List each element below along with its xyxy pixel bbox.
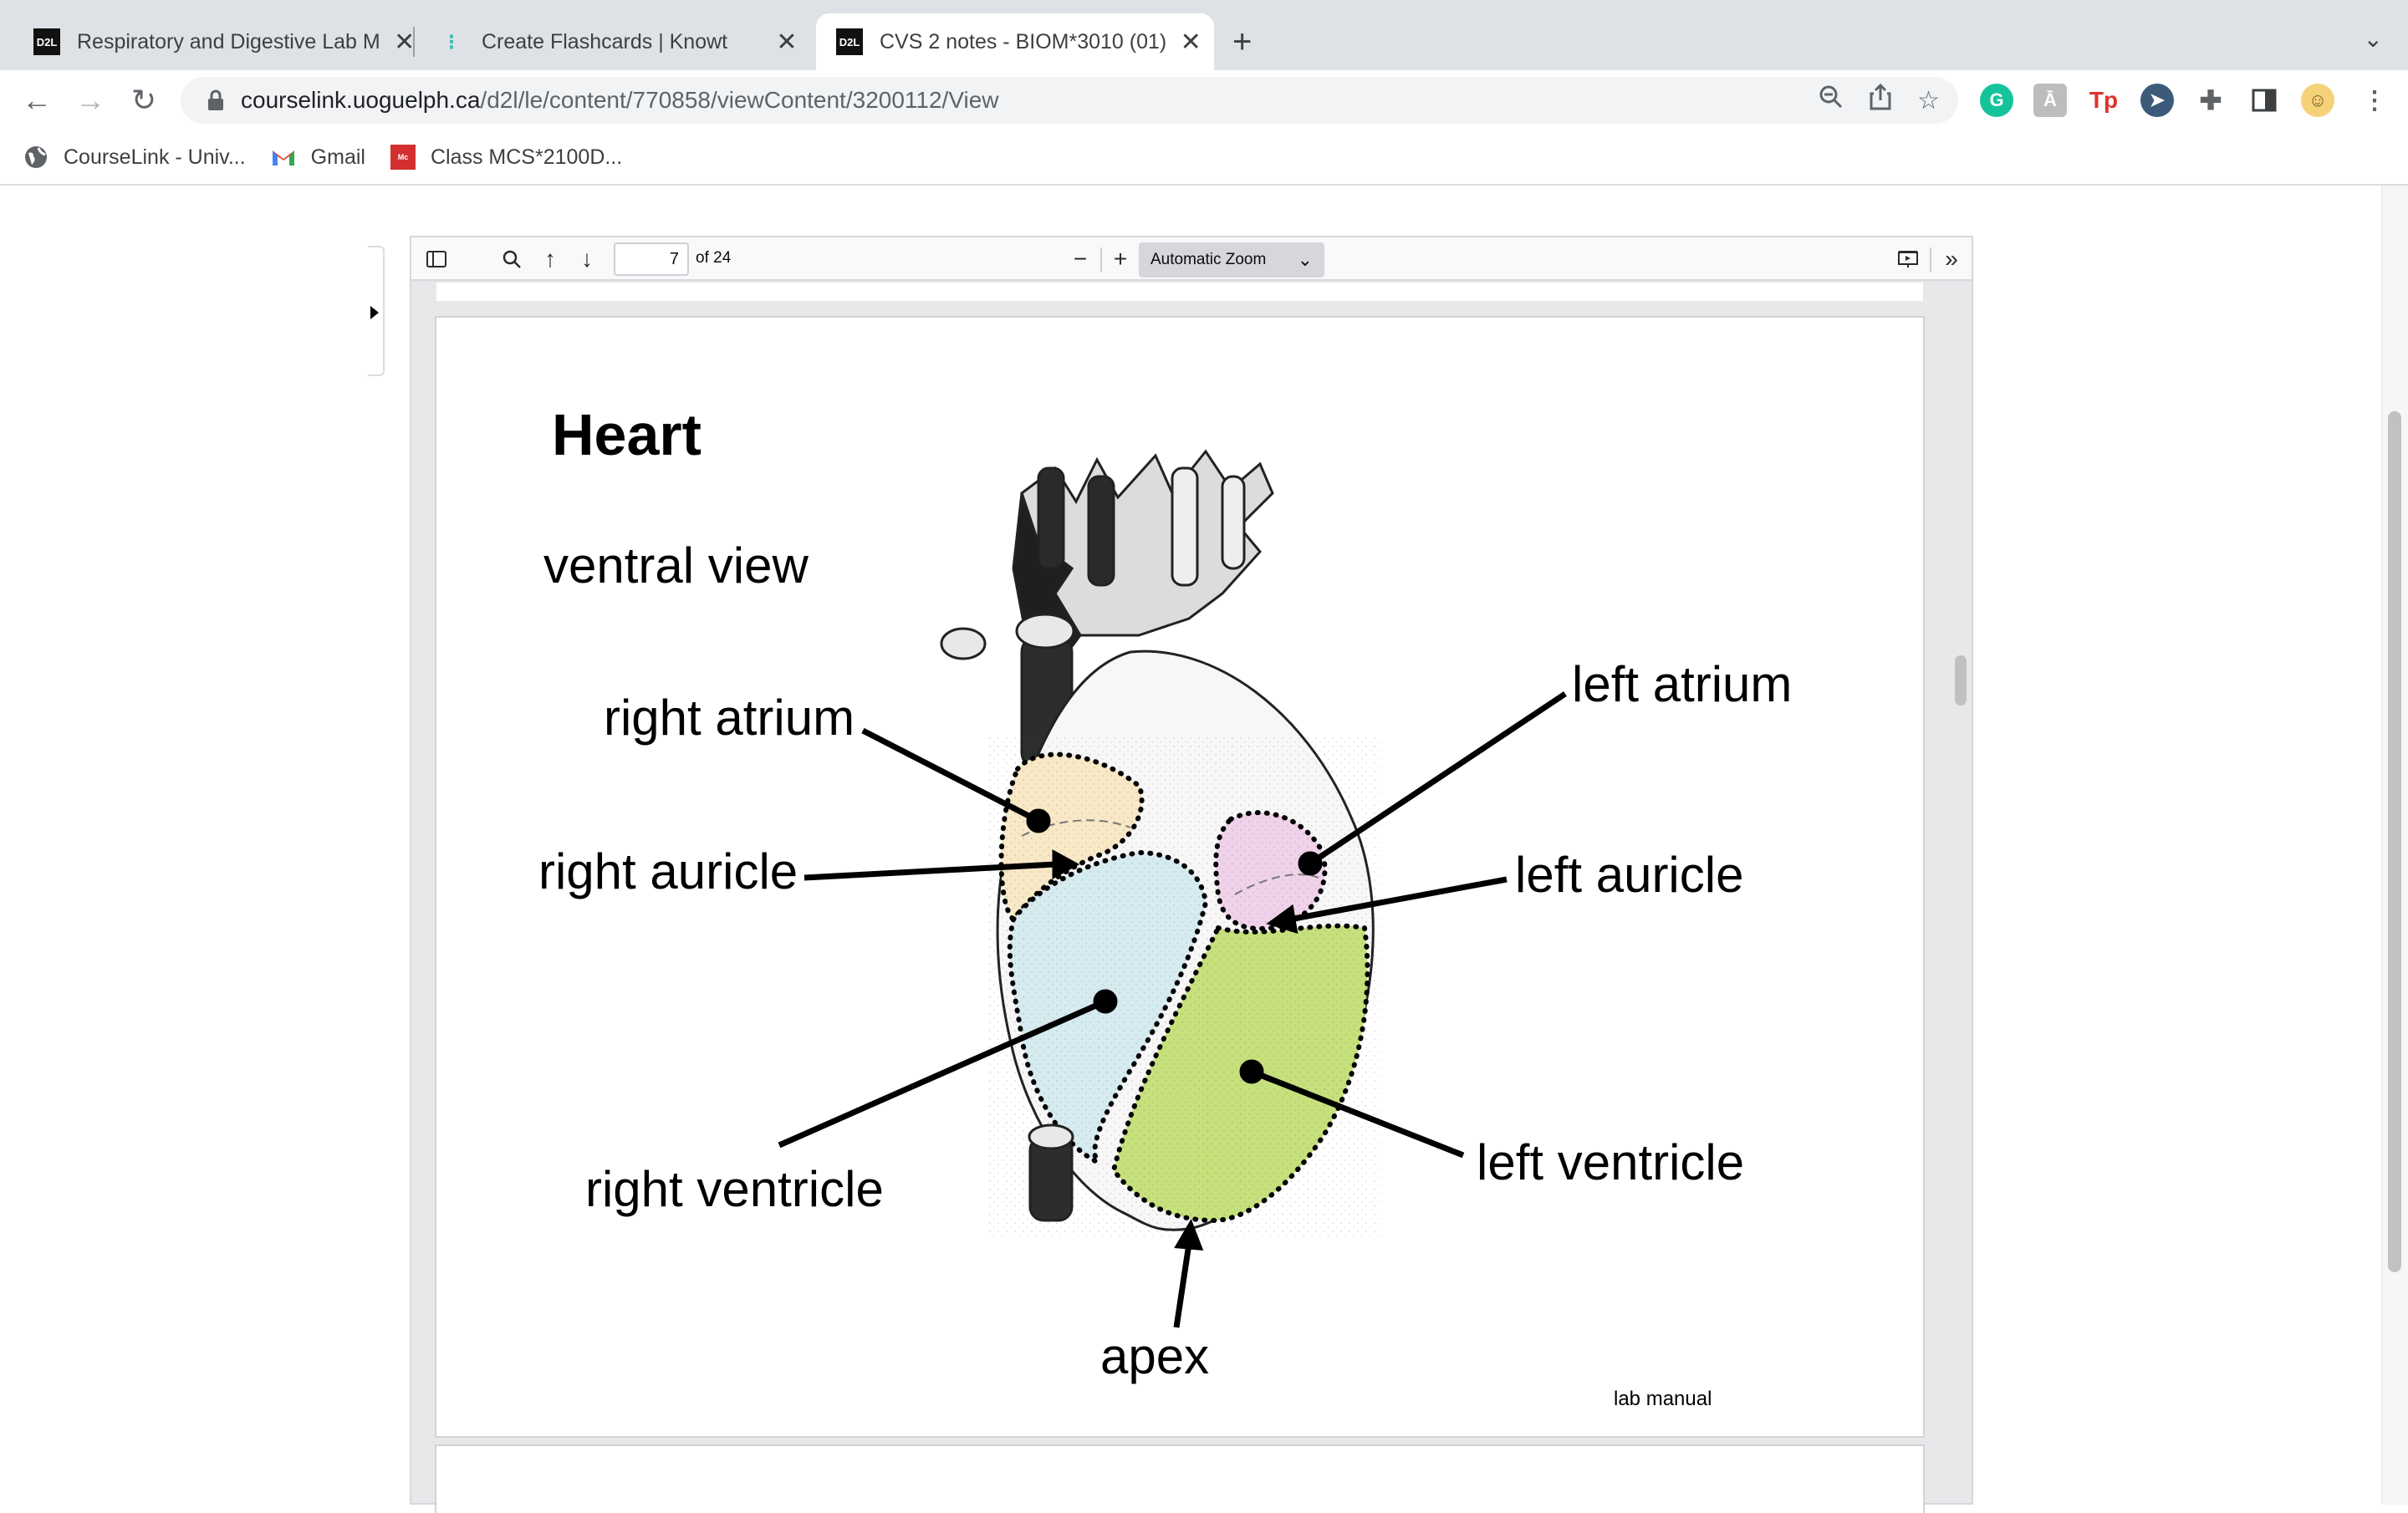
pdf-page: Heart ventral view right atrium right au…	[436, 318, 1923, 1436]
previous-page-edge	[436, 283, 1923, 301]
label-left-auricle: left auricle	[1515, 847, 1744, 903]
knowt-favicon-icon: ⁝	[447, 28, 456, 54]
bookmark-label: Class MCS*2100D...	[430, 145, 623, 169]
zoom-out-button[interactable]: −	[1073, 246, 1088, 272]
puzzle-extensions-icon[interactable]: ✚	[2199, 85, 2222, 115]
leader-lines	[778, 691, 1567, 1328]
close-icon[interactable]: ✕	[776, 28, 798, 56]
tab-strip: D2L Respiratory and Digestive Lab M ✕ ⁝ …	[0, 0, 2408, 70]
window-scrollbar-thumb[interactable]	[2388, 411, 2401, 1272]
side-panel-icon[interactable]	[2247, 84, 2281, 117]
back-arrow-icon[interactable]: ←	[22, 83, 52, 117]
tab-title: CVS 2 notes - BIOM*3010 (01)	[880, 29, 1167, 53]
find-search-icon[interactable]	[495, 244, 528, 274]
next-page-edge	[436, 1446, 1923, 1513]
tp-extension-icon[interactable]: Tp	[2089, 87, 2119, 113]
tab-respiratory-lab[interactable]: D2L Respiratory and Digestive Lab M ✕	[13, 13, 415, 70]
lock-icon	[199, 89, 232, 111]
page-content: ↑ ↓ 7 of 24 − + Automatic Zoom ⌄ »	[0, 186, 2408, 1513]
next-page-arrow-icon[interactable]: ↓	[581, 246, 593, 272]
bookmark-label: CourseLink - Univ...	[64, 145, 246, 169]
reload-icon[interactable]: ↻	[130, 83, 157, 117]
label-left-atrium: left atrium	[1572, 656, 1793, 712]
gmail-icon	[271, 145, 296, 170]
d2l-favicon-icon: D2L	[836, 28, 863, 55]
page-title: Heart	[552, 402, 701, 467]
bookmark-courselink[interactable]: CourseLink - Univ...	[23, 145, 246, 170]
pdf-viewer: ↑ ↓ 7 of 24 − + Automatic Zoom ⌄ »	[410, 236, 1973, 1513]
tools-double-chevron-icon[interactable]: »	[1945, 246, 1958, 272]
label-left-ventricle: left ventricle	[1477, 1134, 1745, 1190]
address-bar[interactable]: courselink.uoguelph.ca/d2l/le/content/77…	[181, 77, 1958, 124]
label-right-ventricle: right ventricle	[585, 1161, 884, 1217]
browser-toolbar: ← → ↻ courselink.uoguelph.ca/d2l/le/cont…	[0, 70, 2408, 130]
chevron-down-icon: ⌄	[1297, 249, 1313, 270]
close-icon[interactable]: ✕	[394, 28, 416, 56]
close-icon[interactable]: ✕	[1180, 28, 1201, 56]
sidebar-expand-toggle[interactable]	[368, 246, 385, 376]
tab-separator	[413, 27, 415, 57]
toolbar-separator	[1930, 247, 1931, 273]
tab-cvs-notes[interactable]: D2L CVS 2 notes - BIOM*3010 (01) ✕	[816, 13, 1214, 70]
mcgraw-hill-icon: Mc	[390, 145, 416, 170]
label-right-auricle: right auricle	[538, 843, 798, 899]
browser-chrome: D2L Respiratory and Digestive Lab M ✕ ⁝ …	[0, 0, 2408, 186]
bookmark-label: Gmail	[310, 145, 365, 169]
page-count: of 24	[696, 249, 732, 267]
menu-kebab-icon[interactable]: ⋮	[2362, 86, 2387, 115]
bookmarks-bar: CourseLink - Univ... Gmail Mc Class MCS*…	[0, 130, 2408, 186]
label-right-atrium: right atrium	[604, 690, 855, 746]
d2l-favicon-icon: D2L	[33, 28, 60, 55]
extension-translate-icon[interactable]: Ā	[2033, 84, 2067, 117]
toolbar-separator	[1100, 247, 1102, 273]
heart-diagram	[778, 449, 1567, 1328]
presentation-mode-icon[interactable]	[1893, 244, 1923, 274]
tab-title: Respiratory and Digestive Lab M	[77, 29, 380, 53]
footnote-lab-manual: lab manual	[1614, 1388, 1712, 1410]
zoom-in-button[interactable]: +	[1113, 246, 1128, 272]
label-apex: apex	[1100, 1328, 1210, 1384]
url-text[interactable]: courselink.uoguelph.ca/d2l/le/content/77…	[241, 87, 999, 113]
forward-arrow-icon[interactable]: →	[75, 83, 105, 117]
tab-title: Create Flashcards | Knowt	[482, 29, 728, 53]
toggle-sidebar-icon[interactable]	[420, 244, 453, 274]
pdf-toolbar: ↑ ↓ 7 of 24 − + Automatic Zoom ⌄ »	[411, 237, 1972, 281]
globe-icon	[23, 145, 48, 170]
share-icon[interactable]	[1869, 83, 1892, 117]
subtitle-ventral-view: ventral view	[543, 537, 809, 593]
zoom-select[interactable]: Automatic Zoom ⌄	[1139, 242, 1324, 278]
cursor-extension-icon[interactable]: ➤	[2140, 84, 2174, 117]
bookmark-gmail[interactable]: Gmail	[271, 145, 365, 170]
profile-avatar[interactable]: ☺	[2301, 84, 2334, 117]
tab-knowt[interactable]: ⁝ Create Flashcards | Knowt ✕	[418, 13, 819, 70]
pdf-scrollbar-thumb[interactable]	[1955, 655, 1967, 706]
grammarly-icon[interactable]: G	[1980, 84, 2013, 117]
tab-search-chevron-icon[interactable]: ⌄	[2363, 26, 2383, 52]
new-tab-button[interactable]: +	[1232, 23, 1252, 60]
previous-page-arrow-icon[interactable]: ↑	[544, 246, 556, 272]
bookmark-class-mcs[interactable]: Mc Class MCS*2100D...	[390, 145, 622, 170]
zoom-select-value: Automatic Zoom	[1150, 251, 1267, 268]
page-number-input[interactable]: 7	[614, 242, 689, 276]
bookmark-star-icon[interactable]: ☆	[1917, 86, 1940, 115]
zoom-out-magnifier-icon[interactable]	[1819, 84, 1844, 116]
